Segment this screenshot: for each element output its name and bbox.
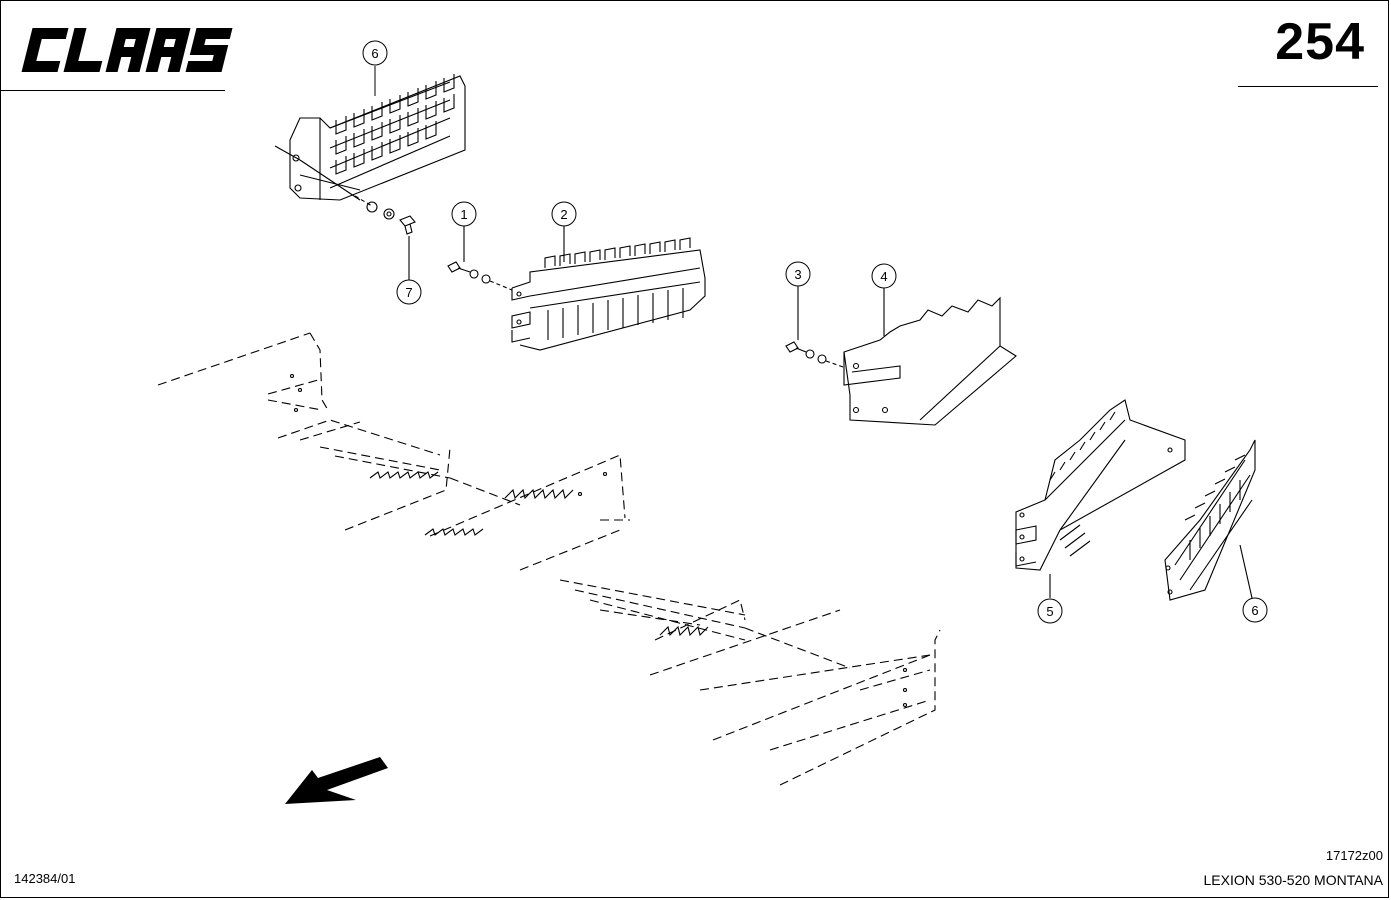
part-2-toothed-plate bbox=[511, 226, 706, 351]
claas-logo bbox=[21, 28, 233, 72]
direction-arrow bbox=[285, 757, 388, 804]
header-left-rule bbox=[0, 90, 225, 91]
page-number: 254 bbox=[1275, 13, 1365, 71]
svg-text:6: 6 bbox=[371, 46, 378, 61]
svg-text:5: 5 bbox=[1046, 604, 1053, 619]
machine-frame-outline bbox=[157, 332, 941, 786]
svg-text:6: 6 bbox=[1251, 603, 1258, 618]
callout-1: 1 bbox=[451, 201, 477, 227]
drawing-code: 17172z00 bbox=[1325, 848, 1383, 863]
svg-text:7: 7 bbox=[405, 285, 412, 300]
svg-text:3: 3 bbox=[794, 267, 801, 282]
part-6-grate-right bbox=[1164, 439, 1256, 601]
part-1-bolt bbox=[447, 226, 513, 291]
document-number: 142384/01 bbox=[14, 871, 76, 886]
model-name: LEXION 530-520 MONTANA bbox=[1203, 872, 1383, 888]
callout-6-right: 6 bbox=[1242, 597, 1268, 623]
header-right-rule bbox=[1238, 86, 1378, 87]
callout-3: 3 bbox=[785, 261, 811, 287]
part-6-grate-top bbox=[274, 74, 466, 280]
svg-text:4: 4 bbox=[880, 269, 887, 284]
frame-teeth bbox=[289, 373, 908, 708]
callout-7: 7 bbox=[396, 279, 422, 305]
callout-2: 2 bbox=[551, 201, 577, 227]
svg-text:2: 2 bbox=[560, 207, 567, 222]
callout-5: 5 bbox=[1037, 598, 1063, 624]
part-4-deflector-plate bbox=[843, 288, 1017, 426]
part-3-bolt bbox=[785, 286, 847, 369]
callout-6-top: 6 bbox=[362, 40, 388, 96]
part-5-bracket bbox=[1015, 399, 1186, 598]
svg-text:1: 1 bbox=[460, 207, 467, 222]
callout-4: 4 bbox=[871, 263, 897, 289]
